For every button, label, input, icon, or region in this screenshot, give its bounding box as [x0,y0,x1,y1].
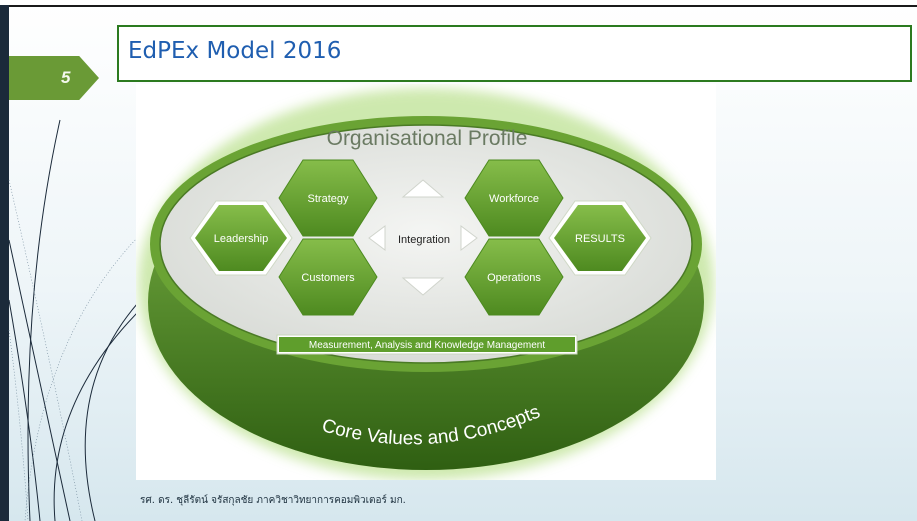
slide-number-badge: 5 [9,56,99,100]
hex-leadership-label: Leadership [214,233,268,245]
hex-operations-label: Operations [487,272,541,284]
arrow-down-icon [401,277,445,296]
arrow-right-icon [460,225,478,251]
hex-customers-label: Customers [301,272,355,284]
measurement-label: Measurement, Analysis and Knowledge Mana… [309,340,545,351]
arrow-up-icon [401,179,445,198]
slide-number: 5 [61,68,71,87]
hex-strategy-label: Strategy [308,193,349,205]
hex-operations: Operations [464,238,564,316]
profile-label: Organisational Profile [327,127,528,150]
hex-results-label: RESULTS [575,233,625,245]
measurement-bar: Measurement, Analysis and Knowledge Mana… [276,334,578,355]
hex-results: RESULTS [548,200,652,276]
slide-title: EdPEx Model 2016 [128,38,342,64]
top-border-line [0,5,917,7]
integration-label: Integration [398,234,450,246]
hex-leadership: Leadership [189,200,293,276]
hex-workforce-label: Workforce [489,193,539,205]
hex-workforce: Workforce [464,159,564,237]
edpex-diagram: Organisational Profile Strategy Customer… [136,84,716,480]
footer-author: รศ. ดร. ชุลีรัตน์ จรัสกุลชัย ภาควิชาวิทย… [140,495,406,506]
title-box: EdPEx Model 2016 [117,25,912,82]
arrow-left-icon [368,225,386,251]
hex-customers: Customers [278,238,378,316]
left-accent-bar [0,5,9,521]
hex-strategy: Strategy [278,159,378,237]
decorative-curves [8,119,151,521]
